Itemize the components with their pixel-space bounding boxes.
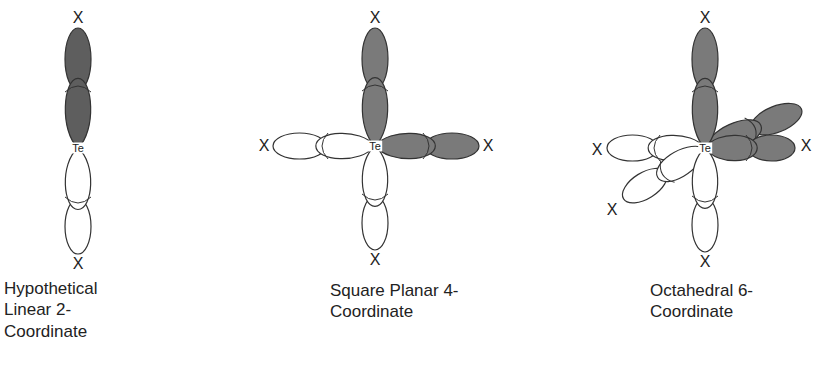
orbital-lobe xyxy=(65,148,91,254)
overlap-arc xyxy=(423,133,429,159)
overlap-arc xyxy=(692,86,718,92)
central-atom: Te xyxy=(71,143,85,154)
overlap-arc xyxy=(322,133,328,159)
orbital-lobe xyxy=(362,28,388,146)
orbital-lobe xyxy=(273,133,375,159)
ligand-x: X xyxy=(73,10,84,26)
geometry-caption: Octahedral 6-Coordinate xyxy=(650,280,780,323)
central-lobe xyxy=(375,133,435,158)
ligand-x: X xyxy=(700,10,711,26)
ligand-x: X xyxy=(592,142,603,158)
ligand-x: X xyxy=(370,252,381,268)
orbital-lobe xyxy=(692,148,718,252)
overlap-arc xyxy=(654,135,660,161)
ligand-x: X xyxy=(259,138,270,154)
orbital-lobe xyxy=(705,135,795,161)
orbital-lobe xyxy=(692,28,718,148)
ligand-x: X xyxy=(801,138,812,154)
overlap-arc xyxy=(362,194,388,200)
geometry-caption: Hypothetical Linear 2-Coordinate xyxy=(4,278,122,342)
orbital-lobe xyxy=(65,28,91,148)
overlap-arc xyxy=(692,196,718,202)
central-atom: Te xyxy=(698,143,712,154)
ligand-x: X xyxy=(483,138,494,154)
overlap-arc xyxy=(656,160,675,185)
central-lobe xyxy=(692,148,717,208)
ligand-x: X xyxy=(607,202,618,218)
central-lobe xyxy=(362,146,387,206)
central-lobe xyxy=(65,148,90,209)
central-lobe xyxy=(362,78,387,146)
central-lobe xyxy=(705,135,757,160)
overlap-arc xyxy=(746,135,752,161)
ligand-x: X xyxy=(700,254,711,270)
overlap-arc xyxy=(65,197,91,203)
central-atom: Te xyxy=(368,141,382,152)
central-lobe xyxy=(65,78,90,148)
overlap-arc xyxy=(362,85,388,91)
geometry-caption: Square Planar 4-Coordinate xyxy=(330,280,460,323)
central-lobe xyxy=(316,133,375,158)
orbital-lobe xyxy=(375,133,479,159)
overlap-arc xyxy=(65,86,91,92)
orbital-lobe xyxy=(362,146,388,250)
ligand-x: X xyxy=(73,256,84,272)
central-lobe xyxy=(692,78,717,148)
ligand-x: X xyxy=(370,10,381,26)
